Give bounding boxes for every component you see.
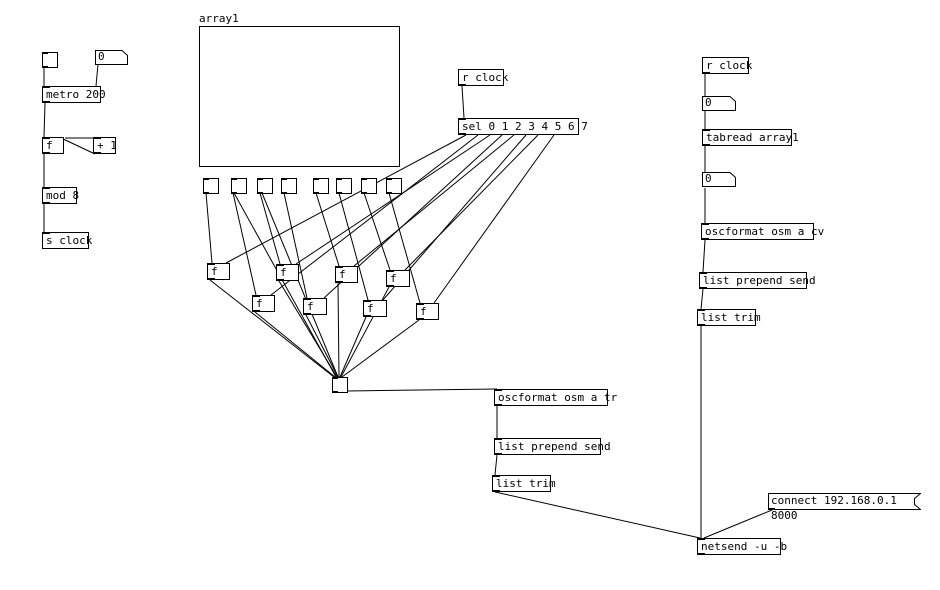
select-object[interactable]: sel 0 1 2 3 4 5 6 7 bbox=[458, 118, 588, 135]
list-prepend-tr-object[interactable]: list prepend send bbox=[494, 438, 611, 455]
float-step-4[interactable]: f bbox=[335, 266, 358, 283]
bang-step-0[interactable] bbox=[203, 178, 219, 194]
bang-step-3[interactable] bbox=[281, 178, 297, 194]
float-step-7[interactable]: f bbox=[416, 303, 439, 320]
float-step-5[interactable]: f bbox=[363, 300, 387, 317]
tabread-object[interactable]: tabread array1 bbox=[702, 129, 799, 146]
connect-message[interactable]: connect 192.168.0.1 8000 bbox=[768, 493, 921, 522]
send-clock-object[interactable]: s clock bbox=[42, 232, 92, 249]
metro-rate-number[interactable]: 0 bbox=[95, 50, 128, 65]
receive-clock-object-b[interactable]: r clock bbox=[702, 57, 752, 74]
array-label: array1 bbox=[199, 12, 239, 25]
receive-clock-object[interactable]: r clock bbox=[458, 69, 508, 86]
index-number[interactable]: 0 bbox=[702, 96, 736, 111]
bang-step-4[interactable] bbox=[313, 178, 329, 194]
float-step-2[interactable]: f bbox=[276, 264, 299, 281]
netsend-object[interactable]: netsend -u -b bbox=[697, 538, 787, 555]
bang-step-5[interactable] bbox=[336, 178, 352, 194]
plus-one-object[interactable]: + 1 bbox=[93, 137, 117, 154]
value-number[interactable]: 0 bbox=[702, 172, 736, 187]
oscformat-cv-object[interactable]: oscformat osm a cv bbox=[701, 223, 824, 240]
trigger-bang[interactable] bbox=[332, 377, 348, 393]
bang-step-6[interactable] bbox=[361, 178, 377, 194]
float-step-3[interactable]: f bbox=[303, 298, 327, 315]
float-step-0[interactable]: f bbox=[207, 263, 230, 280]
list-trim-cv-object[interactable]: list trim bbox=[697, 309, 761, 326]
bang-step-1[interactable] bbox=[231, 178, 247, 194]
bang-step-2[interactable] bbox=[257, 178, 273, 194]
metro-object[interactable]: metro 200 bbox=[42, 86, 106, 103]
bang-step-7[interactable] bbox=[386, 178, 402, 194]
float-step-6[interactable]: f bbox=[386, 270, 410, 287]
mod-8-object[interactable]: mod 8 bbox=[42, 187, 79, 204]
array-graph[interactable] bbox=[199, 26, 400, 167]
metro-rate-value: 0 bbox=[98, 50, 105, 63]
metro-toggle[interactable] bbox=[42, 52, 58, 68]
list-prepend-cv-object[interactable]: list prepend send bbox=[699, 272, 816, 289]
float-step-1[interactable]: f bbox=[252, 295, 275, 312]
list-trim-tr-object[interactable]: list trim bbox=[492, 475, 556, 492]
counter-float-object[interactable]: f bbox=[42, 137, 64, 154]
oscformat-tr-object[interactable]: oscformat osm a tr bbox=[494, 389, 617, 406]
index-value: 0 bbox=[705, 96, 712, 109]
value-value: 0 bbox=[705, 172, 712, 185]
